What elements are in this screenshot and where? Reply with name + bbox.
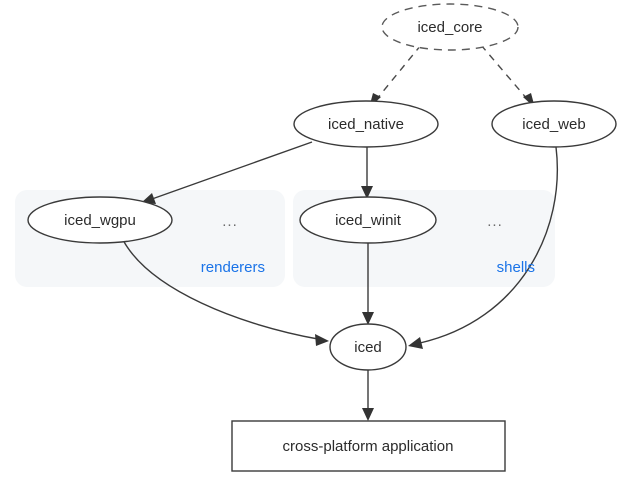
node-iced-native-shape bbox=[293, 100, 439, 148]
node-iced-winit-shape bbox=[299, 196, 437, 244]
node-iced-winit-label: iced_winit bbox=[335, 212, 402, 229]
node-iced-wgpu-label: iced_wgpu bbox=[64, 212, 136, 229]
node-application[interactable]: cross-platform application bbox=[231, 420, 506, 472]
node-iced-web-label: iced_web bbox=[522, 116, 585, 133]
node-iced-web-shape bbox=[491, 100, 617, 148]
node-iced-web[interactable]: iced_web bbox=[491, 100, 617, 148]
edge-iced-native-to-iced-winit bbox=[361, 147, 373, 199]
node-iced-shape bbox=[329, 323, 407, 371]
cluster-shells-ellipsis: ... bbox=[487, 213, 503, 230]
edge-iced-core-to-iced-native bbox=[369, 44, 422, 108]
cluster-renderers-label: renderers bbox=[201, 259, 265, 276]
edge-iced-winit-to-iced bbox=[362, 243, 374, 325]
node-iced-native-label: iced_native bbox=[328, 116, 404, 133]
node-iced[interactable]: iced bbox=[329, 323, 407, 371]
node-iced-wgpu[interactable]: iced_wgpu bbox=[27, 196, 173, 244]
node-application-label: cross-platform application bbox=[283, 438, 454, 455]
node-iced-native[interactable]: iced_native bbox=[293, 100, 439, 148]
node-iced-wgpu-shape bbox=[27, 196, 173, 244]
edge-iced-wgpu-to-iced bbox=[122, 239, 329, 346]
edge-iced-web-to-iced bbox=[408, 146, 558, 349]
node-iced-core[interactable]: iced_core bbox=[381, 3, 519, 51]
node-iced-winit[interactable]: iced_winit bbox=[299, 196, 437, 244]
cluster-shells-label: shells bbox=[497, 259, 535, 276]
node-iced-label: iced bbox=[354, 339, 382, 356]
node-iced-core-shape bbox=[381, 3, 519, 51]
node-application-shape bbox=[231, 420, 506, 472]
cluster-renderers-ellipsis: ... bbox=[222, 213, 238, 230]
edge-iced-to-application bbox=[362, 370, 374, 421]
node-iced-core-label: iced_core bbox=[417, 19, 482, 36]
edge-iced-core-to-iced-web bbox=[480, 44, 535, 108]
